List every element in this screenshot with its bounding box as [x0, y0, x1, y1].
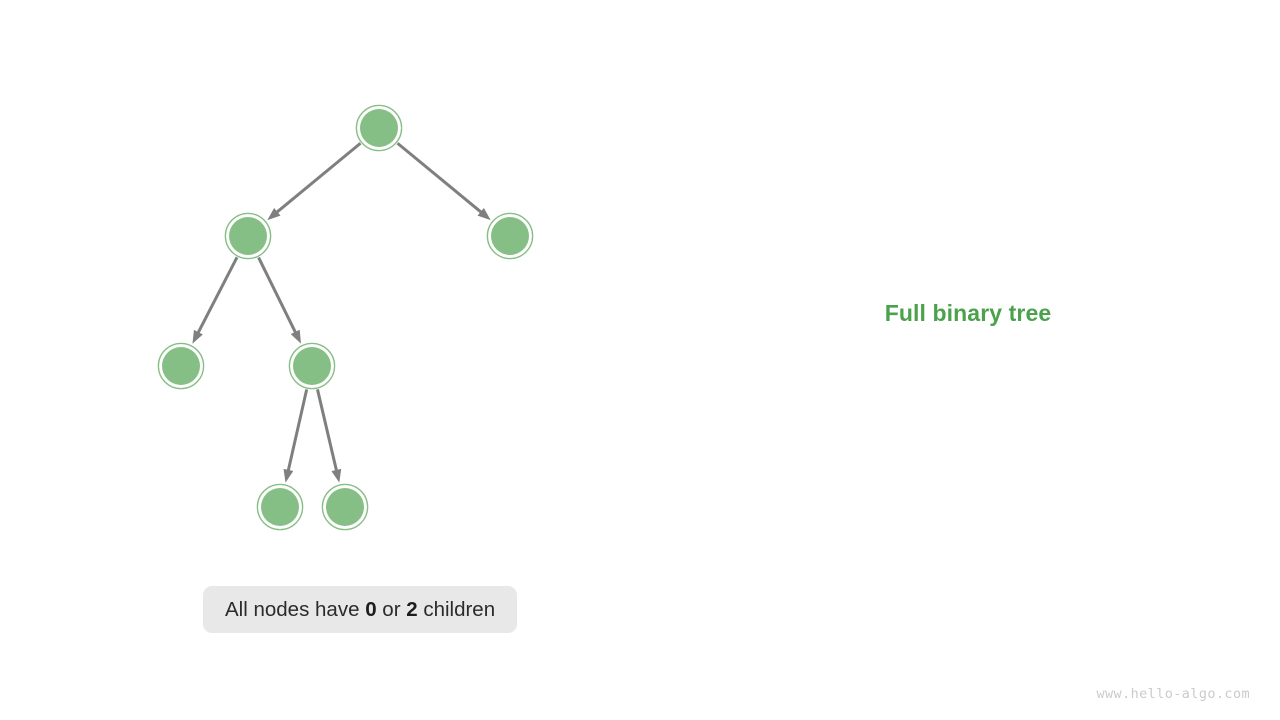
- tree-edge: [196, 256, 239, 335]
- node-gap: [258, 485, 302, 529]
- tree-node: [288, 342, 336, 390]
- edge-arrowhead: [477, 207, 491, 221]
- tree-node: [224, 212, 272, 260]
- caption-text-part3: children: [417, 597, 496, 621]
- node-ring: [321, 483, 369, 531]
- edge-arrowhead: [290, 329, 301, 344]
- node-gap: [290, 344, 334, 388]
- node-ring: [355, 104, 403, 152]
- caption-value-two: 2: [406, 597, 418, 621]
- node-ring: [486, 212, 534, 260]
- edge-arrowhead: [192, 329, 203, 344]
- tree-edge: [274, 142, 362, 215]
- node-gap: [159, 344, 203, 388]
- node-gap: [323, 485, 367, 529]
- caption-value-zero: 0: [365, 597, 377, 621]
- node-ring: [256, 483, 304, 531]
- edge-arrowhead: [283, 468, 294, 483]
- tree-node: [321, 483, 369, 531]
- node-layer: [157, 104, 534, 531]
- node-circle: [491, 217, 529, 255]
- node-ring: [288, 342, 336, 390]
- node-ring: [157, 342, 205, 390]
- tree-edge: [396, 142, 484, 215]
- node-gap: [357, 106, 401, 150]
- node-circle: [326, 488, 364, 526]
- caption-text-part2: or: [376, 597, 407, 621]
- tree-edge: [257, 256, 298, 335]
- tree-edge: [316, 389, 339, 473]
- watermark: www.hello-algo.com: [1096, 686, 1250, 702]
- node-gap: [226, 214, 270, 258]
- node-circle: [261, 488, 299, 526]
- tree-node: [157, 342, 205, 390]
- page-title: Full binary tree: [884, 300, 1052, 326]
- tree-node: [355, 104, 403, 152]
- caption-text-part1: All nodes have: [225, 597, 366, 621]
- tree-edge: [286, 389, 309, 473]
- node-circle: [162, 347, 200, 385]
- caption-badge: All nodes have 0 or 2 children: [203, 586, 518, 633]
- edge-layer: [192, 142, 491, 483]
- tree-node: [256, 483, 304, 531]
- node-circle: [229, 217, 267, 255]
- edge-arrowhead: [331, 468, 342, 483]
- node-circle: [293, 347, 331, 385]
- node-ring: [224, 212, 272, 260]
- edge-arrowhead: [267, 207, 281, 221]
- node-gap: [488, 214, 532, 258]
- node-circle: [360, 109, 398, 147]
- tree-node: [486, 212, 534, 260]
